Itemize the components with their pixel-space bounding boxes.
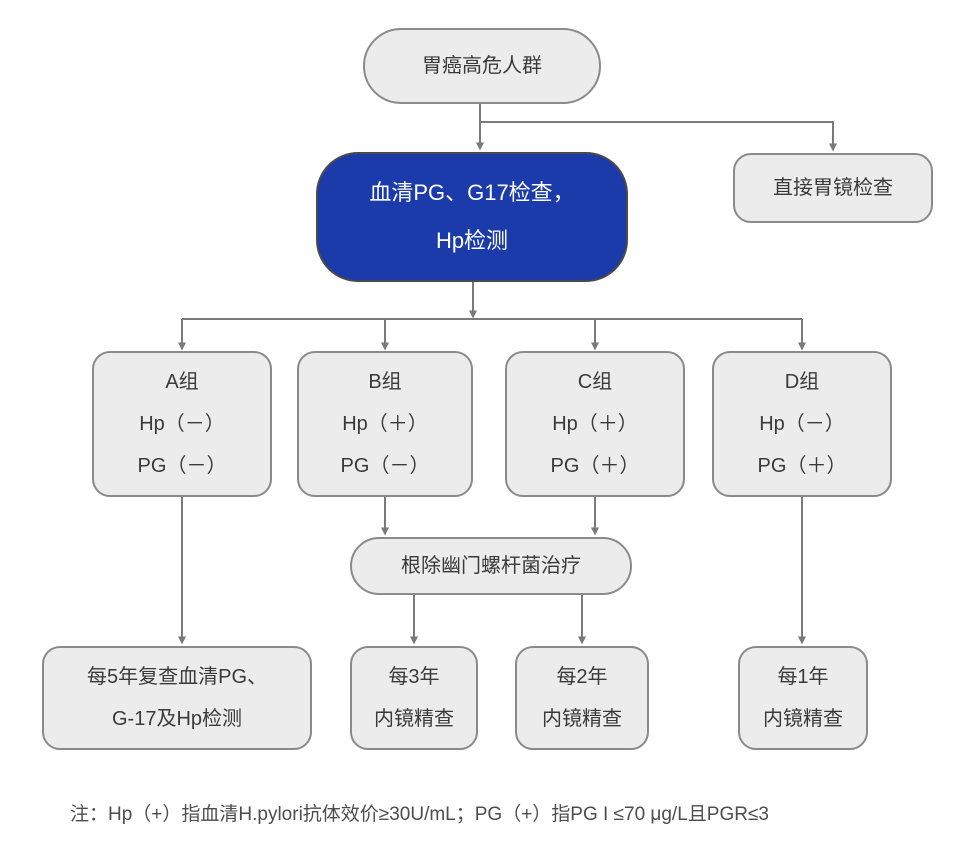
group-b-title: B组 xyxy=(368,371,402,393)
group-b-pg-status: PG（－） xyxy=(340,455,430,477)
followup-3y-line2: 内镜精查 xyxy=(374,708,454,730)
node-followup-2y: 每2年 内镜精查 xyxy=(515,646,649,750)
node-serum-test: 血清PG、G17检查， Hp检测 xyxy=(316,152,628,282)
footnote: 注：Hp（+）指血清H.pylori抗体效价≥30U/mL；PG（+）指PG I… xyxy=(70,804,769,825)
group-d-title: D组 xyxy=(784,371,820,393)
node-followup-1y: 每1年 内镜精查 xyxy=(738,646,868,750)
node-group-d: D组 Hp（－） PG（＋） xyxy=(712,351,892,497)
followup-5y-line1: 每5年复查血清PG、 xyxy=(86,666,268,688)
followup-1y-line1: 每1年 xyxy=(777,666,829,688)
group-d-hp-status: Hp（－） xyxy=(759,413,845,435)
followup-3y-line1: 每3年 xyxy=(388,666,440,688)
followup-2y-line2: 内镜精查 xyxy=(542,708,622,730)
node-start-label: 胃癌高危人群 xyxy=(422,55,542,77)
node-eradication: 根除幽门螺杆菌治疗 xyxy=(350,537,632,595)
followup-5y-line2: G-17及Hp检测 xyxy=(111,708,243,730)
group-c-pg-status: PG（＋） xyxy=(550,455,640,477)
followup-2y-line1: 每2年 xyxy=(556,666,608,688)
node-direct-gastroscopy-label: 直接胃镜检查 xyxy=(773,177,893,199)
group-c-hp-status: Hp（＋） xyxy=(552,413,638,435)
group-a-pg-status: PG（－） xyxy=(137,455,227,477)
group-a-hp-status: Hp（－） xyxy=(139,413,225,435)
group-b-hp-status: Hp（＋） xyxy=(342,413,428,435)
node-start: 胃癌高危人群 xyxy=(363,28,601,104)
node-direct-gastroscopy: 直接胃镜检查 xyxy=(733,153,933,223)
node-followup-3y: 每3年 内镜精查 xyxy=(350,646,478,750)
node-followup-5y: 每5年复查血清PG、 G-17及Hp检测 xyxy=(42,646,312,750)
group-a-title: A组 xyxy=(165,371,199,393)
group-c-title: C组 xyxy=(577,371,613,393)
edge-start-to-direct-gastroscopy xyxy=(480,121,837,152)
node-group-c: C组 Hp（＋） PG（＋） xyxy=(505,351,685,497)
node-group-b: B组 Hp（＋） PG（－） xyxy=(297,351,473,497)
node-eradication-label: 根除幽门螺杆菌治疗 xyxy=(401,555,581,577)
node-serum-test-line2: Hp检测 xyxy=(435,228,509,253)
node-serum-test-line1: 血清PG、G17检查， xyxy=(369,180,575,205)
group-d-pg-status: PG（＋） xyxy=(757,455,847,477)
node-group-a: A组 Hp（－） PG（－） xyxy=(92,351,272,497)
followup-1y-line2: 内镜精查 xyxy=(763,708,843,730)
